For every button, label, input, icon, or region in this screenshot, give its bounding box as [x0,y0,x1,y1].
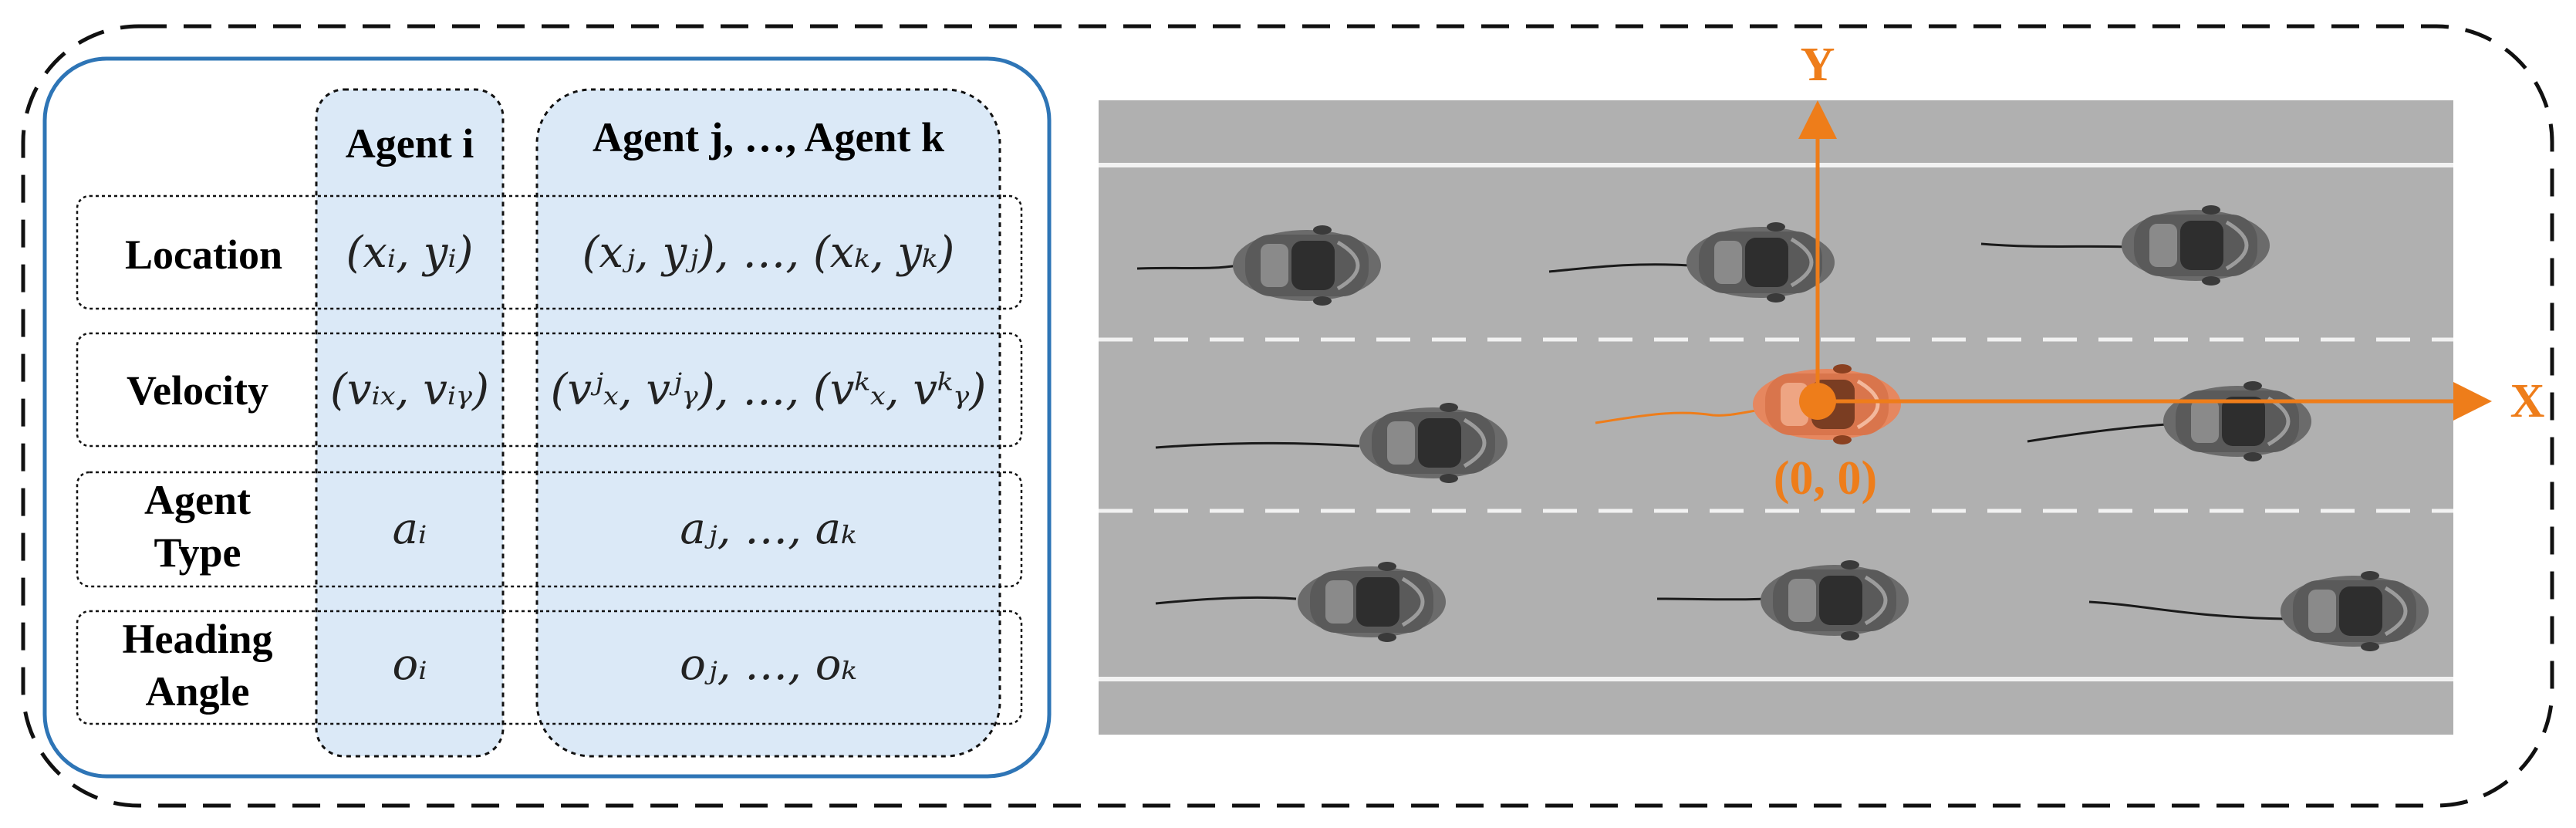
trajectory-car-4 [1155,441,1360,449]
row-velocity-outline [76,332,1023,448]
cell-type-agent-jk: aⱼ, …, aₖ [680,504,856,554]
cell-location-agent-i: (xᵢ, yᵢ) [346,228,473,278]
row-label-heading-line2: Angle [146,668,250,715]
outer-dashed-frame [21,24,2554,808]
y-axis-label: Y [1801,39,1835,91]
cell-type-agent-i: aᵢ [393,504,427,554]
row-label-velocity: Velocity [127,367,268,414]
origin-dot [1799,383,1836,420]
row-location-outline [76,194,1023,310]
row-label-location: Location [125,232,282,278]
cell-location-agent-jk: (xⱼ, yⱼ), …, (xₖ, yₖ) [582,228,955,278]
trajectory-car-7 [1656,597,1767,601]
row-type-outline [76,471,1023,588]
trajectory-ego [1595,407,1767,424]
feature-table-panel: Agent i Agent j, …, Agent k Location Vel… [42,56,1052,779]
trajectory-car-6 [1155,596,1297,605]
trajectory-car-5 [2027,423,2167,443]
row-label-heading-line1: Heading [122,616,272,662]
trajectory-car-3 [1980,242,2130,248]
cell-velocity-agent-jk: (vʲₓ, vʲᵧ), …, (vᵏₓ, vᵏᵧ) [551,365,987,415]
row-label-agent-type-line1: Agent [144,477,251,523]
x-axis-label: X [2510,375,2545,428]
header-agent-i: Agent i [346,120,474,167]
row-label-agent-type-line2: Type [154,529,241,576]
origin-label: (0, 0) [1774,452,1877,505]
cell-velocity-agent-i: (vᵢₓ, vᵢᵧ) [330,365,489,415]
cell-heading-agent-jk: oⱼ, …, oₖ [680,640,857,690]
road-scene: Y X (0, 0) [1099,39,2545,735]
trajectory-car-1 [1136,264,1238,270]
agent-jk-column [535,88,1001,758]
agent-i-column [315,88,505,758]
trajectory-car-2 [1548,263,1690,273]
trajectory-car-8 [2088,600,2286,620]
cell-heading-agent-i: oᵢ [393,640,427,690]
header-agent-jk: Agent j, …, Agent k [593,114,944,161]
row-heading-outline [76,610,1023,725]
